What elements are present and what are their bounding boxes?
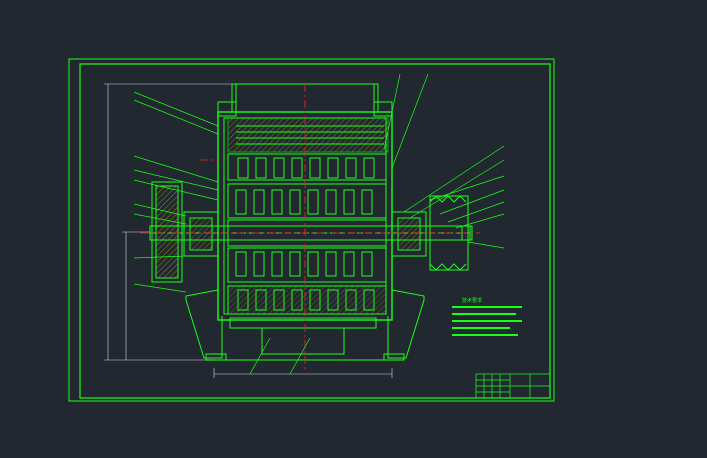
part-callout-leaders (133, 73, 505, 375)
upper-tooth-row (227, 153, 387, 181)
notes-title: 技术要求 (462, 297, 482, 304)
crusher-assembly-drawing (149, 83, 473, 361)
lower-roller (227, 247, 387, 283)
left-bearing-housing (183, 211, 219, 257)
base-frame (185, 289, 425, 361)
centerlines (140, 84, 480, 370)
outer-sheet-border (68, 58, 555, 402)
upper-rotor-bars (236, 125, 384, 145)
upper-roller (227, 183, 387, 219)
dimension-lines (104, 83, 393, 378)
technical-notes: 技术要求 (452, 297, 522, 336)
inner-sheet-border (79, 63, 551, 399)
right-bearing-housing (391, 211, 427, 257)
lower-tooth-row (227, 285, 387, 315)
left-flywheel (151, 181, 183, 283)
title-block (475, 373, 551, 399)
